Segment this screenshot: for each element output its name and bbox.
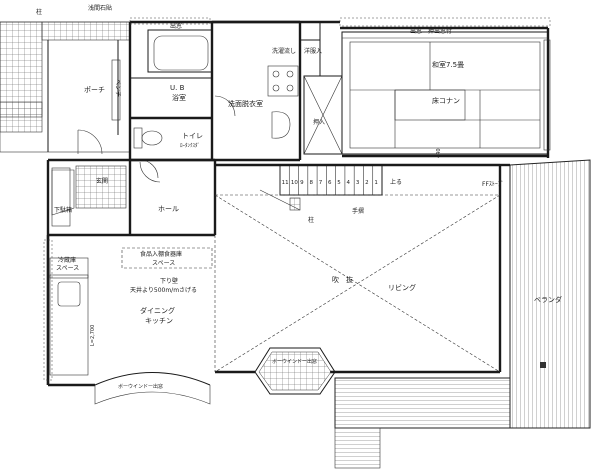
window-marks — [43, 17, 551, 381]
label-void: 吹 抜 — [332, 275, 353, 284]
stair-number: 10 — [291, 180, 298, 186]
label-veranda: ベランダ — [534, 295, 562, 304]
label-western-closet: 洋服入 — [304, 47, 322, 55]
label-kitchen: キッチン — [145, 317, 173, 325]
label-hall: ホール — [158, 205, 179, 213]
label-ub: U. B — [170, 84, 185, 92]
label-washitsu: 和室7.5畳 — [432, 60, 464, 69]
label-dim-440: 440 — [436, 148, 442, 158]
stair-number: 9 — [300, 180, 304, 186]
stair-number: 2 — [365, 180, 369, 186]
label-storage-small: 下駄箱 — [54, 206, 72, 214]
label-bench: ベンチ — [114, 79, 121, 97]
label-pantry: 食品入棚食器庫 — [140, 250, 182, 258]
stair-number: 11 — [282, 180, 289, 186]
label-closet-top: 出窓 押出窓付 — [410, 27, 452, 35]
label-laundry: 洗濯流し — [272, 47, 296, 55]
label-fridge: 冷蔵庫 — [58, 256, 76, 264]
washroom-block — [212, 20, 321, 162]
label-oshiire: 押入 — [313, 118, 325, 126]
label-porch: ポーチ — [84, 86, 105, 94]
label-bath: 浴室 — [172, 93, 186, 102]
dining-kitchen — [46, 235, 216, 385]
label-bay-living: ボーウインドー出窓 — [272, 358, 317, 365]
bottom-steps — [334, 427, 381, 469]
entrance — [48, 129, 132, 235]
label-hall-small: 玄関 — [96, 177, 108, 185]
hall — [48, 158, 217, 237]
stair-number: 1 — [374, 180, 378, 186]
label-ceiling-note2: 天井より500m/mさげる — [130, 286, 197, 294]
stair-number: 5 — [337, 180, 341, 186]
label-stairs-up: 上る — [390, 178, 402, 186]
porch-area — [0, 21, 131, 153]
label-stepping-stone: 浅間石貼 — [88, 4, 112, 12]
label-toilet-sub: ﾛｰﾀﾝｸｽﾀﾞ — [180, 142, 200, 149]
living-void — [214, 163, 502, 373]
stair-number: 6 — [328, 180, 332, 186]
washitsu — [341, 31, 551, 158]
label-toilet: トイレ — [182, 132, 203, 140]
label-fridge2: スペース — [56, 265, 79, 272]
label-washroom: 洗面脱衣室 — [228, 99, 263, 108]
label-fireplace: FFｽﾄｰﾌﾞ — [482, 181, 504, 188]
living-bay — [254, 347, 336, 395]
stair-number: 7 — [319, 180, 323, 186]
label-bay-window-dining: ボーウインドー出窓 — [118, 383, 163, 390]
label-living: リビング — [388, 283, 416, 292]
label-tokonoma: 床コナン — [432, 96, 460, 105]
label-dining: ダイニング — [140, 306, 175, 315]
label-ceiling-note: 下り壁 — [160, 277, 178, 285]
label-pillar-top: 柱 — [36, 8, 42, 16]
stair-number: 4 — [347, 180, 351, 186]
stair-number: 3 — [356, 180, 360, 186]
label-pillar-stair: 柱 — [308, 216, 314, 224]
label-dim-kitchen: L=2,700 — [90, 325, 96, 346]
stair-number: 8 — [309, 180, 313, 186]
label-storage-top: 出窓 — [170, 22, 182, 30]
veranda — [334, 159, 591, 429]
dining-bay-window — [94, 372, 211, 405]
label-handrail: 手摺 — [352, 207, 364, 215]
stairs — [259, 164, 383, 211]
label-pantry2: スペース — [152, 260, 175, 267]
oshiire — [303, 75, 343, 155]
toilet-room — [133, 127, 163, 179]
